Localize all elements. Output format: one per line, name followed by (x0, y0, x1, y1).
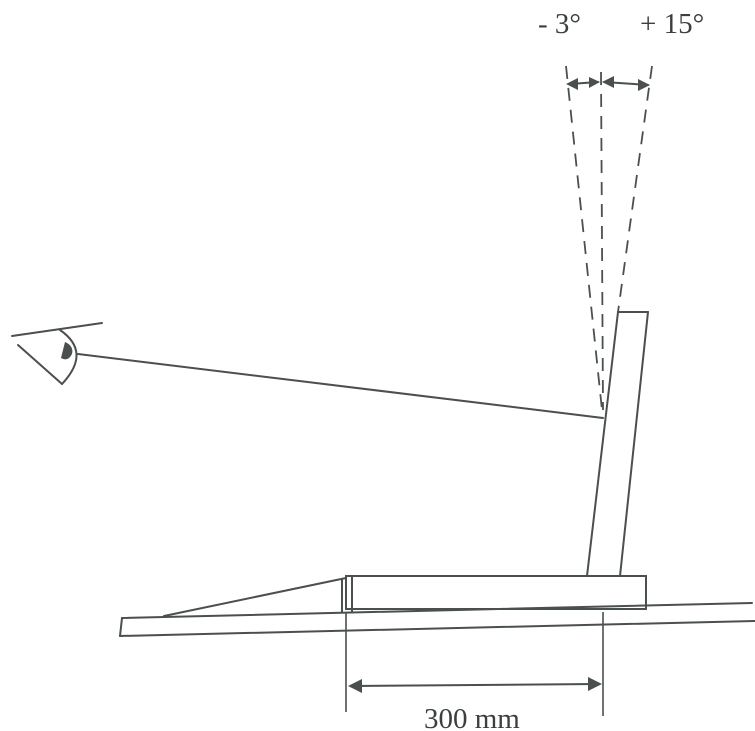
display-panel (586, 311, 649, 577)
distance-label: 300 mm (424, 703, 520, 731)
eye-icon (11, 322, 103, 385)
wedge-ramp (163, 577, 347, 617)
table-surface (119, 602, 755, 637)
tilt-positive-label: + 15° (640, 8, 704, 40)
tilt-reference-lines (565, 65, 653, 411)
tilt-negative-label: - 3° (538, 8, 581, 40)
tilt-range-arrows (566, 76, 650, 91)
distance-dimension (345, 612, 604, 716)
line-of-sight (77, 353, 604, 419)
